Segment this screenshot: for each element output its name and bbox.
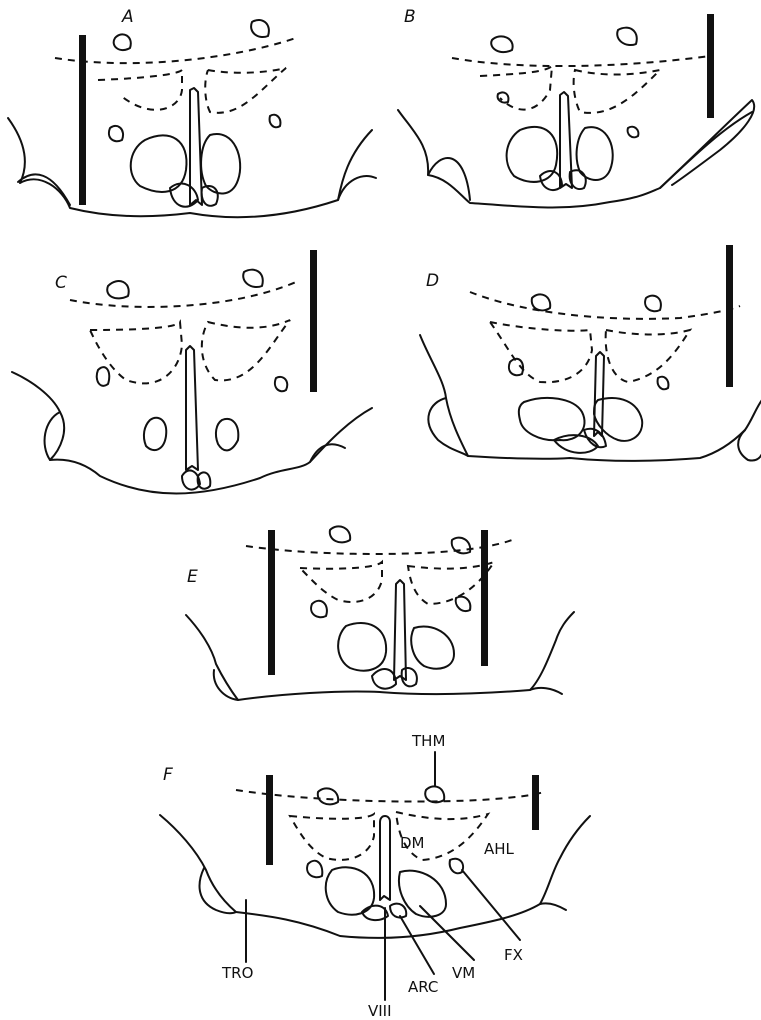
thm-tract	[330, 526, 350, 542]
electrode-track	[726, 245, 733, 387]
lateral-outline-right	[738, 430, 761, 461]
thm-tract	[617, 28, 637, 45]
thalamic-boundary	[470, 292, 740, 319]
fornix	[270, 115, 281, 128]
fornix	[450, 859, 463, 874]
leader-vm	[420, 906, 474, 960]
thm-tract	[107, 281, 128, 298]
vmh-right	[216, 419, 238, 450]
nucleus-boundary-left	[300, 562, 382, 602]
electrode-track-right	[532, 775, 539, 830]
arcuate-nucleus	[182, 470, 210, 489]
lateral-outline-right	[530, 688, 562, 694]
vmh-right	[201, 134, 240, 194]
thm-tract	[645, 296, 661, 312]
thm-tract	[491, 36, 512, 52]
lateral-outline-left	[428, 158, 470, 200]
panel-label-a: A	[121, 7, 134, 27]
third-ventricle	[186, 346, 198, 470]
vmh-left	[507, 127, 558, 182]
leader-fx	[462, 870, 520, 940]
thm-tract	[425, 786, 444, 802]
electrode-track	[310, 250, 317, 392]
label-dm: DM	[400, 834, 425, 852]
label-ahl: AHL	[484, 840, 515, 858]
panel-label-d: D	[426, 271, 439, 291]
nucleus-boundary-left	[98, 70, 182, 110]
nucleus-boundary-left	[290, 814, 374, 860]
nucleus-boundary-right	[202, 320, 290, 380]
vmh-left	[519, 398, 585, 440]
fornix	[658, 377, 669, 390]
fornix	[498, 92, 509, 102]
nucleus-boundary-left	[90, 322, 182, 383]
third-ventricle	[380, 816, 390, 900]
panel-label-e: E	[187, 567, 198, 587]
thm-tract	[318, 788, 338, 804]
panel-f: F THM DM AHL FX VM ARC VIII TRO	[160, 732, 590, 1020]
thalamic-boundary	[246, 540, 512, 554]
vmh-left	[338, 623, 386, 671]
panel-label-f: F	[163, 765, 173, 785]
panel-a: A	[8, 7, 376, 217]
thalamic-boundary	[55, 38, 296, 63]
lateral-outline-right	[540, 903, 566, 910]
label-fx: FX	[504, 946, 523, 964]
brain-outline	[12, 372, 372, 494]
label-viii: VIII	[368, 1002, 392, 1020]
thm-tract	[532, 294, 550, 310]
lateral-outline-right	[310, 444, 345, 462]
electrode-track	[707, 14, 714, 118]
panel-b: B	[398, 7, 754, 208]
fornix	[275, 377, 287, 391]
fornix	[97, 367, 110, 386]
nucleus-boundary-right	[574, 70, 660, 113]
panel-e: E	[186, 526, 574, 700]
panel-label-b: B	[404, 7, 416, 27]
label-arc: ARC	[408, 978, 438, 996]
panel-d: D	[420, 245, 761, 461]
nucleus-boundary-right	[205, 68, 286, 113]
vmh-left	[144, 418, 166, 450]
thm-tract	[243, 270, 263, 287]
nucleus-boundary-left	[480, 66, 552, 110]
fornix	[311, 601, 327, 617]
leader-arc	[400, 916, 434, 974]
label-thm: THM	[411, 732, 445, 750]
fornix	[628, 127, 639, 138]
nucleus-boundary-left	[490, 322, 592, 382]
fornix	[307, 861, 322, 877]
electrode-track	[79, 35, 86, 205]
electrode-track-right	[481, 530, 488, 666]
electrode-track-left	[266, 775, 273, 865]
nucleus-boundary-right	[606, 330, 690, 382]
label-vm: VM	[452, 964, 475, 982]
fornix	[456, 597, 471, 611]
label-tro: TRO	[221, 964, 253, 982]
lateral-outline-left	[45, 412, 60, 460]
thm-tract	[114, 34, 131, 50]
panel-label-c: C	[55, 273, 67, 293]
thm-tract	[452, 538, 470, 554]
vmh-right	[411, 626, 454, 668]
fornix	[109, 126, 123, 141]
third-ventricle	[394, 580, 406, 680]
electrode-track-left	[268, 530, 275, 675]
thalamic-boundary	[452, 56, 710, 66]
thm-tract	[251, 20, 269, 37]
thalamic-boundary	[236, 790, 544, 802]
lateral-outline-left	[18, 174, 70, 205]
panel-c: C	[12, 250, 372, 494]
